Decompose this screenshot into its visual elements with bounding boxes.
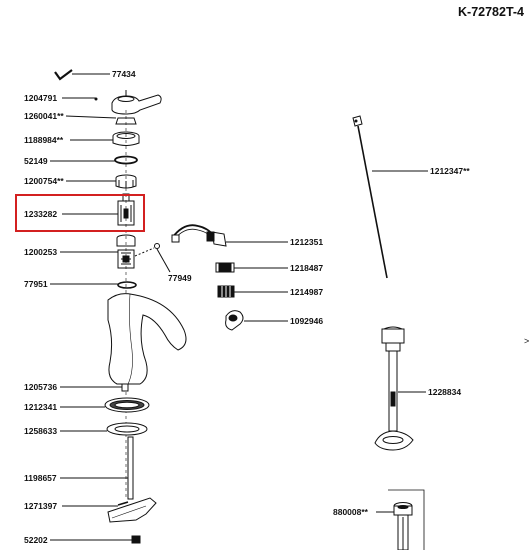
deck-plate-part	[104, 397, 150, 413]
aerator-insert-part	[217, 285, 235, 298]
label-1200253: 1200253	[24, 247, 58, 257]
gasket-part	[117, 281, 137, 289]
label-77951: 77951	[24, 279, 48, 289]
small-ring-part	[154, 243, 160, 249]
faucet-body-part	[107, 293, 187, 385]
label-1212341: 1212341	[24, 402, 58, 412]
label-1205736: 1205736	[24, 382, 58, 392]
label-1214987: 1214987	[290, 287, 324, 297]
sprayer-hose-part	[171, 224, 227, 247]
drain-body-part	[374, 326, 414, 451]
label-1200754: 1200754**	[24, 176, 64, 186]
drain-stopper-part	[393, 502, 413, 550]
lift-rod-part	[352, 115, 388, 279]
label-1233282: 1233282	[24, 209, 58, 219]
shank-part	[121, 383, 129, 392]
label-1228834: 1228834	[428, 387, 462, 397]
spray-cap-part	[225, 310, 244, 331]
label-52149: 52149	[24, 156, 48, 166]
handle-part	[111, 90, 162, 115]
gasket-plate-part	[106, 422, 148, 436]
edge-mark: >	[524, 336, 530, 346]
label-1212351: 1212351	[290, 237, 324, 247]
clamp-bracket-part	[107, 497, 157, 523]
highlight-box	[15, 194, 145, 232]
label-1218487: 1218487	[290, 263, 324, 273]
hex-key-part	[54, 69, 73, 81]
cap-part	[115, 117, 137, 125]
label-1092946: 1092946	[290, 316, 324, 326]
label-1271397: 1271397	[24, 501, 58, 511]
label-1212347: 1212347**	[430, 166, 470, 176]
model-number: K-72782T-4	[458, 5, 525, 19]
label-1198657: 1198657	[24, 473, 57, 483]
label-1188984: 1188984**	[24, 135, 64, 145]
leader-1260041	[65, 115, 117, 119]
label-77949: 77949	[168, 273, 192, 283]
mounting-nut-part	[131, 535, 141, 544]
label-77434: 77434	[112, 69, 136, 79]
label-1258633: 1258633	[24, 426, 58, 436]
adapter-part	[116, 234, 136, 269]
aerator-part	[215, 262, 235, 273]
label-1260041: 1260041**	[24, 111, 64, 121]
o-ring-part	[114, 155, 138, 165]
label-1204791: 1204791	[24, 93, 58, 103]
label-52202: 52202	[24, 535, 48, 545]
label-880008: 880008**	[333, 507, 368, 517]
mounting-stud-part	[127, 436, 134, 500]
leader-77949	[156, 248, 171, 273]
